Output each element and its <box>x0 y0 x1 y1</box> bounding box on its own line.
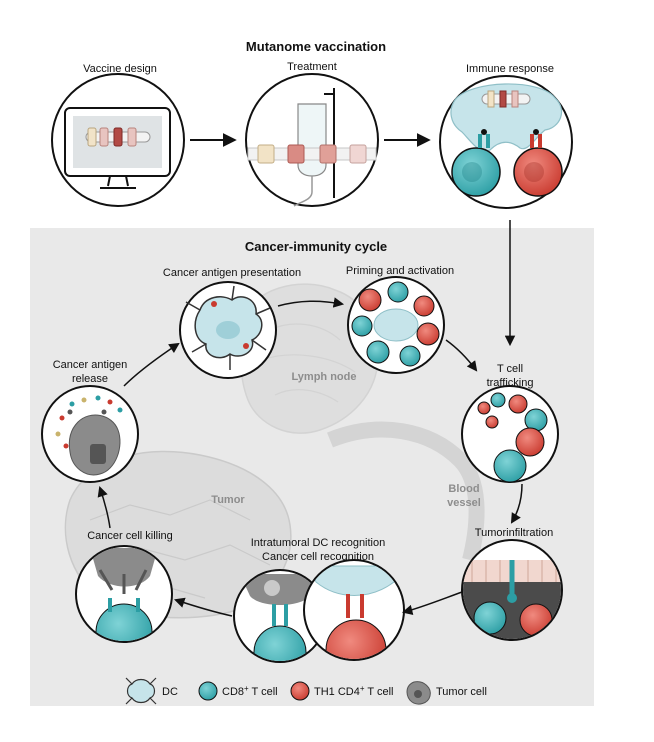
vaccine-design-circle <box>51 73 185 207</box>
legend-cd8: CD8+ T cell <box>198 681 278 701</box>
recognition-circle-dc <box>233 569 327 663</box>
cancer-cell-killing-circle <box>75 545 173 643</box>
cycle-title: Cancer-immunity cycle <box>245 239 387 254</box>
recognition-circle-tumor <box>303 559 405 661</box>
immune-response-label: Immune response <box>466 63 554 75</box>
legend-tumor: Tumor cell <box>406 681 487 705</box>
lymph-node-label: Lymph node <box>292 371 357 383</box>
presentation-label: Cancer antigen presentation <box>163 267 301 279</box>
trafficking-label-2: trafficking <box>487 377 534 389</box>
vaccine-design-label: Vaccine design <box>83 63 157 75</box>
infiltration-label: Tumorinfiltration <box>475 527 553 539</box>
svg-text:CD8+ T cell: CD8+ T cell <box>222 684 278 698</box>
arrow-release-to-presentation <box>123 342 180 387</box>
tumor-region-label: Tumor <box>211 494 245 506</box>
legend-dc-label: DC <box>162 686 178 698</box>
antigen-presentation-circle <box>179 281 277 379</box>
arrow-presentation-to-priming <box>277 297 345 308</box>
legend-th1: TH1 CD4+ T cell <box>290 681 393 701</box>
iv-bag-icon <box>297 103 327 177</box>
legend: DC CD8+ T cell TH1 CD4+ T cell Tumor cel… <box>125 677 487 705</box>
tumor-infiltration-circle <box>461 539 563 641</box>
treatment-label: Treatment <box>287 61 337 73</box>
antigen-release-circle <box>41 385 139 483</box>
legend-th1-suffix: T cell <box>365 686 394 698</box>
arrow-priming-to-trafficking <box>445 339 478 372</box>
release-label-1: Cancer antigen <box>53 359 128 371</box>
arrow-killing-to-release <box>97 486 111 529</box>
priming-label: Priming and activation <box>346 265 454 277</box>
legend-cd8-suffix: T cell <box>249 686 278 698</box>
th1-cd4-t-cell-icon <box>290 681 310 701</box>
arrow-infiltration-to-recognition <box>401 591 463 616</box>
treatment-circle <box>245 73 379 207</box>
blood-vessel-shape <box>327 421 485 562</box>
legend-th1-sup: + <box>360 684 365 693</box>
blood-vessel-label-2: vessel <box>447 497 481 509</box>
legend-th1-prefix: TH1 CD4 <box>314 686 360 698</box>
legend-cd8-sup: + <box>244 684 249 693</box>
priming-circle <box>347 276 445 374</box>
immune-response-circle <box>439 75 573 209</box>
trafficking-label-1: T cell <box>497 363 523 375</box>
blood-vessel-label-1: Blood <box>448 483 479 495</box>
killing-label: Cancer cell killing <box>87 530 173 542</box>
arrow-trafficking-to-infiltration <box>510 483 523 524</box>
svg-text:TH1 CD4+ T cell: TH1 CD4+ T cell <box>314 684 393 698</box>
mutanome-title: Mutanome vaccination <box>246 39 386 54</box>
release-label-2: release <box>72 373 108 385</box>
recognition-label-1: Intratumoral DC recognition <box>251 537 386 549</box>
cd8-t-cell-icon <box>198 681 218 701</box>
arrow-recognition-to-killing <box>174 597 233 617</box>
trafficking-circle <box>461 385 559 483</box>
legend-dc: DC <box>125 677 178 705</box>
legend-tumor-label: Tumor cell <box>436 686 487 698</box>
legend-cd8-prefix: CD8 <box>222 686 244 698</box>
